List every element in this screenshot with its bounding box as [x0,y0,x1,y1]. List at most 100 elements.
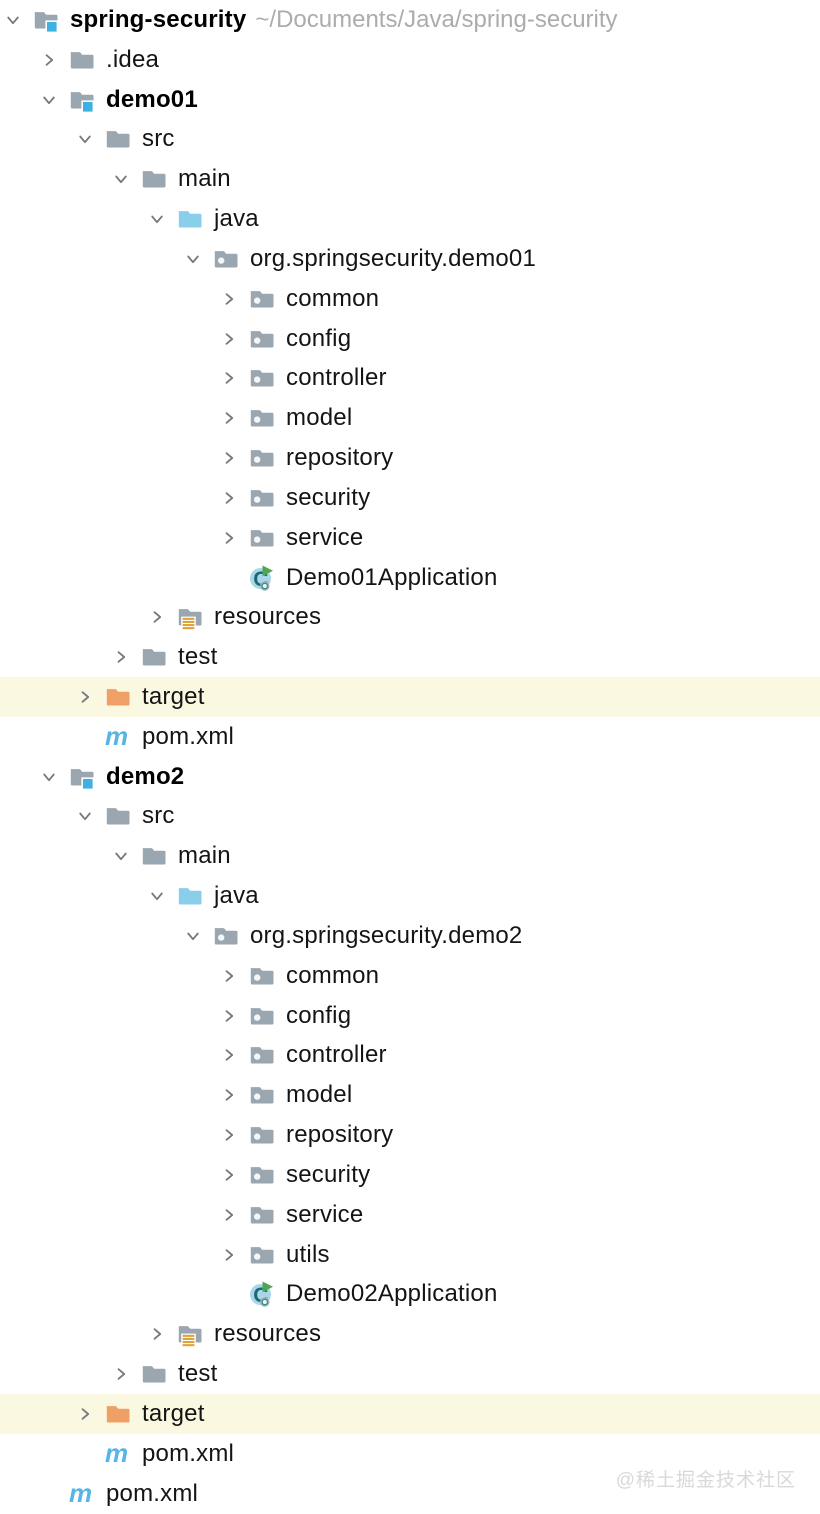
chevron-icon[interactable] [41,52,57,68]
node-label: demo2 [106,762,185,790]
tree-row[interactable]: target [0,677,820,717]
chevron-icon[interactable] [221,1047,237,1063]
node-label: config [286,1001,352,1029]
chevron-icon[interactable] [221,370,237,386]
chevron-icon[interactable] [221,1167,237,1183]
tree-row[interactable]: org.springsecurity.demo01 [0,239,820,279]
tree-row[interactable]: main [0,159,820,199]
tree-row[interactable]: model [0,398,820,438]
chevron-icon[interactable] [77,808,93,824]
chevron-icon[interactable] [221,530,237,546]
chevron-icon[interactable] [113,1366,129,1382]
package-icon [249,326,275,352]
folder-icon [141,843,167,869]
sources-folder-icon [177,883,203,909]
module-folder-icon [33,7,59,34]
tree-row[interactable]: model [0,1075,820,1115]
maven-icon: m [69,1478,95,1508]
chevron-icon[interactable] [149,1326,165,1342]
package-icon [213,246,239,272]
tree-row[interactable]: .idea [0,40,820,80]
tree-row[interactable]: repository [0,438,820,478]
tree-row[interactable]: config [0,996,820,1036]
tree-row[interactable]: service [0,518,820,558]
spring-boot-class-icon: C [249,1281,275,1307]
resources-folder-icon [177,604,203,631]
tree-row[interactable]: service [0,1195,820,1235]
folder-icon [141,1361,167,1387]
tree-row[interactable]: security [0,1155,820,1195]
node-label: pom.xml [106,1479,199,1507]
tree-row[interactable]: C Demo01Application [0,558,820,598]
chevron-icon[interactable] [185,251,201,267]
node-label: main [178,165,231,193]
chevron-icon[interactable] [221,1008,237,1024]
tree-row[interactable]: test [0,1354,820,1394]
node-label: Demo01Application [286,563,498,591]
tree-row[interactable]: spring-security ~/Documents/Java/spring-… [0,0,820,40]
node-path: ~/Documents/Java/spring-security [255,5,618,33]
tree-row[interactable]: src [0,797,820,837]
tree-row[interactable]: main [0,836,820,876]
chevron-icon[interactable] [221,968,237,984]
node-label: service [286,1200,364,1228]
tree-row[interactable]: security [0,478,820,518]
chevron-icon[interactable] [221,490,237,506]
tree-row[interactable]: repository [0,1115,820,1155]
node-label: model [286,1081,353,1109]
chevron-icon[interactable] [221,410,237,426]
node-label: resources [214,1320,322,1348]
tree-row[interactable]: common [0,279,820,319]
chevron-icon[interactable] [41,769,57,785]
tree-row[interactable]: m pom.xml [0,1474,820,1514]
chevron-icon[interactable] [149,888,165,904]
chevron-icon[interactable] [221,291,237,307]
tree-row[interactable]: controller [0,1036,820,1076]
chevron-icon[interactable] [113,848,129,864]
tree-row[interactable]: org.springsecurity.demo2 [0,916,820,956]
tree-row[interactable]: demo01 [0,80,820,120]
node-label: java [214,882,259,910]
tree-row[interactable]: target [0,1393,820,1434]
excluded-folder-icon [105,1401,131,1427]
chevron-icon[interactable] [77,131,93,147]
tree-row[interactable]: C Demo02Application [0,1275,820,1315]
package-icon [249,525,275,551]
folder-icon [105,126,131,152]
chevron-icon[interactable] [77,1406,93,1422]
tree-row[interactable]: demo2 [0,757,820,797]
node-label: target [142,1399,205,1427]
tree-row[interactable]: m pom.xml [0,1434,820,1474]
tree-row[interactable]: m pom.xml [0,717,820,757]
package-icon [249,1162,275,1188]
tree-row[interactable]: resources [0,1314,820,1354]
tree-row[interactable]: controller [0,358,820,398]
chevron-icon[interactable] [221,1087,237,1103]
chevron-icon [41,1486,57,1502]
package-icon [249,1082,275,1108]
tree-row[interactable]: resources [0,597,820,637]
chevron-icon[interactable] [77,689,93,705]
chevron-icon[interactable] [41,92,57,108]
tree-row[interactable]: utils [0,1235,820,1275]
chevron-icon [221,570,237,586]
chevron-icon[interactable] [149,609,165,625]
chevron-icon[interactable] [5,12,21,28]
chevron-icon[interactable] [221,1127,237,1143]
chevron-icon[interactable] [221,1207,237,1223]
chevron-icon[interactable] [185,928,201,944]
tree-row[interactable]: src [0,119,820,159]
chevron-icon[interactable] [149,211,165,227]
chevron-icon[interactable] [221,450,237,466]
node-label: pom.xml [142,1439,235,1467]
chevron-icon[interactable] [113,649,129,665]
tree-row[interactable]: test [0,637,820,677]
tree-row[interactable]: java [0,876,820,916]
chevron-icon[interactable] [221,331,237,347]
tree-row[interactable]: config [0,319,820,359]
chevron-icon[interactable] [221,1247,237,1263]
chevron-icon[interactable] [113,171,129,187]
tree-row[interactable]: common [0,956,820,996]
node-label: config [286,324,352,352]
tree-row[interactable]: java [0,199,820,239]
